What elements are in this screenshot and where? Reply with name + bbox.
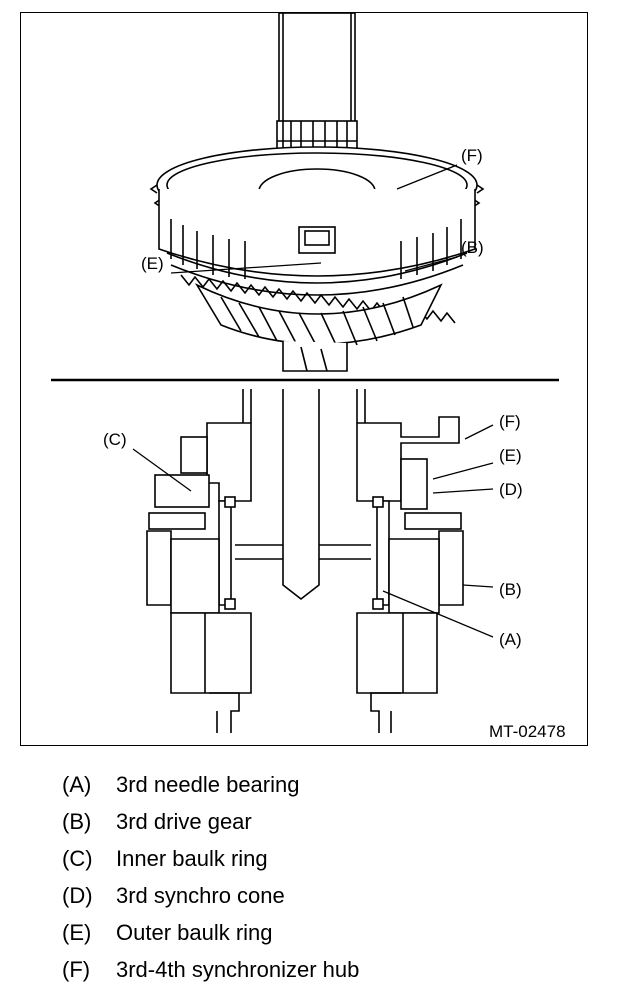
diagram-figure: (F) (B) (E) (C) (F) (E) (D) (B) (A) MT-0… bbox=[20, 12, 588, 746]
top-perspective-view bbox=[149, 13, 485, 372]
synchronizer-illustration: (F) (B) (E) (C) (F) (E) (D) (B) (A) MT-0… bbox=[51, 13, 566, 741]
callout-labels: (F) (B) (E) (C) (F) (E) (D) (B) (A) MT-0… bbox=[103, 146, 566, 741]
figure-code: MT-02478 bbox=[489, 722, 566, 741]
legend-text: 3rd synchro cone bbox=[116, 883, 285, 908]
legend-text: Outer baulk ring bbox=[116, 920, 273, 945]
shaft-section bbox=[282, 389, 320, 601]
legend-letter: (B) bbox=[62, 809, 92, 834]
legend-text: 3rd needle bearing bbox=[116, 772, 300, 797]
legend-letter: (C) bbox=[62, 846, 93, 871]
legend-letter: (F) bbox=[62, 957, 91, 982]
callout-bottom-a: (A) bbox=[499, 630, 522, 649]
legend-letter: (D) bbox=[62, 883, 93, 908]
callout-bottom-b: (B) bbox=[499, 580, 522, 599]
callout-bottom-c: (C) bbox=[103, 430, 127, 449]
callout-bottom-e: (E) bbox=[499, 446, 522, 465]
legend-letter: (E) bbox=[62, 920, 92, 945]
callout-top-f: (F) bbox=[461, 146, 483, 165]
legend-text: 3rd-4th synchronizer hub bbox=[116, 957, 360, 982]
left-half-section bbox=[146, 389, 252, 733]
callout-top-b: (B) bbox=[461, 238, 484, 257]
bottom-leader-lines bbox=[132, 424, 494, 638]
callout-top-e: (E) bbox=[141, 254, 164, 273]
legend-text: 3rd drive gear bbox=[116, 809, 252, 834]
right-half-section bbox=[356, 389, 464, 733]
bottom-section-view bbox=[132, 389, 494, 733]
legend-text: Inner baulk ring bbox=[116, 846, 268, 871]
synchronizer-sleeve bbox=[158, 189, 476, 279]
top-leader-lines bbox=[170, 164, 458, 274]
helical-drive-gear bbox=[194, 283, 443, 372]
callout-bottom-f: (F) bbox=[499, 412, 521, 431]
main-shaft bbox=[278, 13, 356, 124]
callout-bottom-d: (D) bbox=[499, 480, 523, 499]
legend-letter: (A) bbox=[62, 772, 92, 797]
